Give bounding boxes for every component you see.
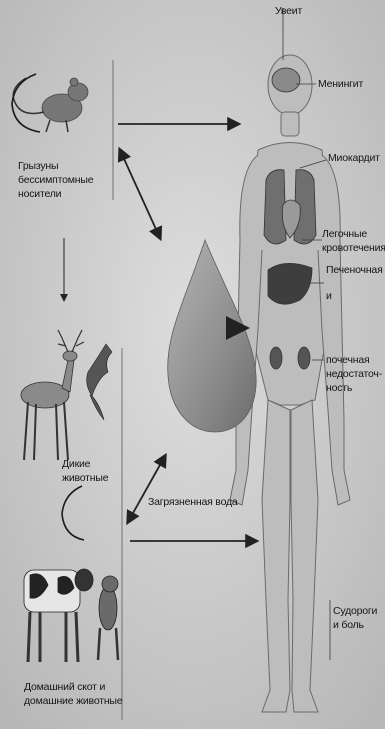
label-myocarditis: Миокардит — [328, 152, 380, 165]
label-wild-2: животные — [62, 472, 108, 485]
label-hepatic-4: недостаточ- — [326, 368, 382, 381]
left-kidney-icon — [270, 347, 282, 369]
right-kidney-icon — [298, 347, 310, 369]
label-contaminated-water: Загрязненная вода — [148, 496, 238, 509]
label-rodents-1: Грызуны — [18, 160, 58, 173]
label-rodents-3: носители — [18, 188, 61, 201]
label-rodents-2: бессимптомные — [18, 174, 93, 187]
label-hepatic-3: почечная — [326, 354, 369, 367]
label-livestock-2: домашние животные — [24, 695, 122, 708]
label-meningitis: Менингит — [318, 78, 363, 91]
label-hepatic-2: и — [326, 290, 332, 303]
label-pulmonary-2: кровотечения — [322, 242, 385, 255]
label-cramps-2: и боль — [333, 619, 364, 632]
label-livestock-1: Домашний скот и — [24, 681, 105, 694]
label-hepatic-5: ность — [326, 382, 352, 395]
label-pulmonary-1: Легочные — [322, 228, 367, 241]
label-cramps-1: Судороги — [333, 605, 377, 618]
brain-icon — [272, 68, 300, 92]
label-uveitis: Увеит — [275, 5, 302, 18]
label-hepatic-1: Печеночная — [326, 264, 383, 277]
label-wild-1: Дикие — [62, 458, 90, 471]
